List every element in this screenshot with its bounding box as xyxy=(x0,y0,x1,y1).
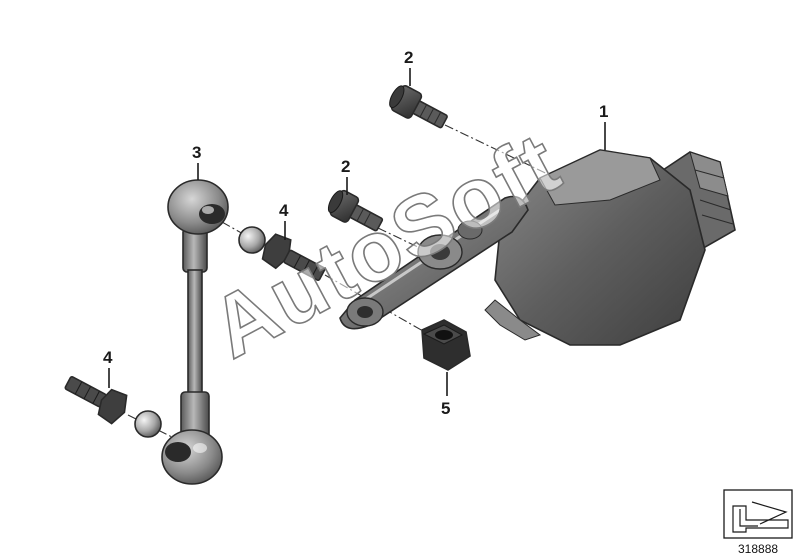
part-2-bolt-middle xyxy=(327,189,384,232)
part-4-ball-stud-upper xyxy=(238,226,326,281)
callout-4-lower: 4 xyxy=(103,348,113,388)
callout-2-upper: 2 xyxy=(404,48,413,86)
callout-3: 3 xyxy=(192,143,201,180)
part-1-height-sensor xyxy=(484,149,736,346)
diagram-number: 318888 xyxy=(738,542,778,556)
callout-4-upper: 4 xyxy=(279,201,289,240)
callout-5: 5 xyxy=(441,372,450,418)
axis-bolt-mid xyxy=(377,227,421,249)
sensor-lever-arm xyxy=(339,195,529,330)
callout-4-lower-label: 4 xyxy=(103,348,113,367)
part-2-bolt-upper xyxy=(389,84,448,129)
axis-ball-pin xyxy=(324,274,431,336)
part-5-hex-nut xyxy=(421,319,471,371)
part-4-ball-stud-lower xyxy=(64,376,162,438)
part-3-coupling-rod xyxy=(161,179,229,485)
callout-2-upper-label: 2 xyxy=(404,48,413,67)
callout-3-label: 3 xyxy=(192,143,201,162)
callout-1: 1 xyxy=(599,102,608,150)
callout-2-middle-label: 2 xyxy=(341,157,350,176)
callouts: 1 2 2 3 4 4 5 xyxy=(103,48,608,418)
callout-5-label: 5 xyxy=(441,399,450,418)
axis-eye-lower xyxy=(127,414,179,441)
nav-arrow-box[interactable] xyxy=(723,489,793,539)
callout-4-upper-label: 4 xyxy=(279,201,289,220)
callout-2-middle: 2 xyxy=(341,157,350,195)
axis-bolt-top xyxy=(444,124,561,181)
callout-1-label: 1 xyxy=(599,102,608,121)
arrow-corner-icon xyxy=(732,501,789,533)
